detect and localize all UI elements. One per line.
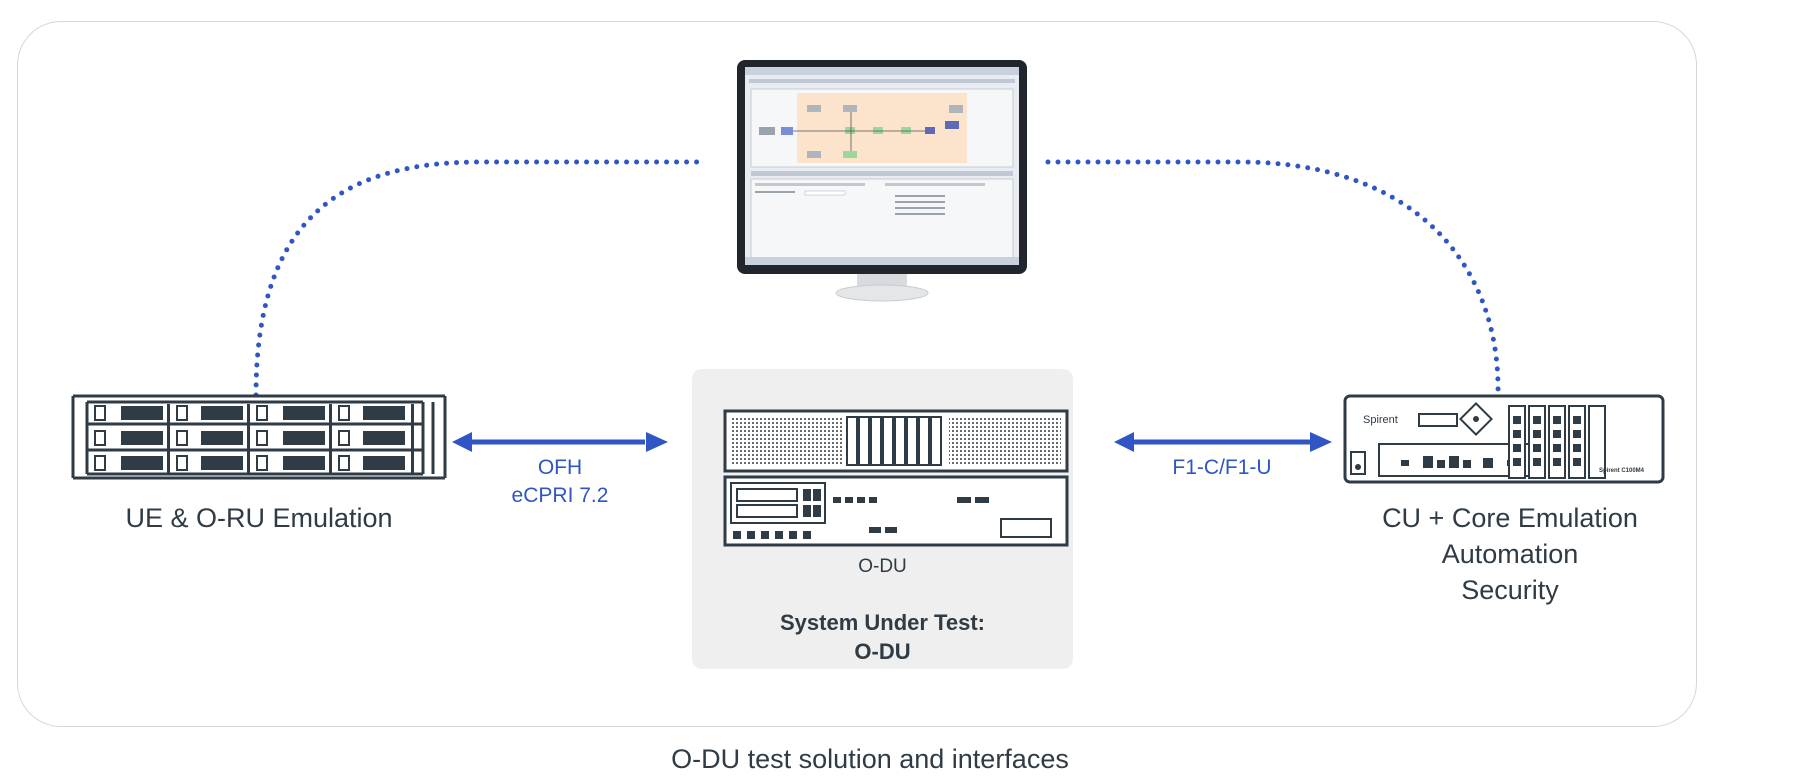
sut-title-line1: System Under Test: <box>780 610 985 635</box>
ofh-label-line2: eCPRI 7.2 <box>511 484 609 507</box>
spirent-model-text: Spirent C100M4 <box>1599 468 1645 474</box>
cu-core-label-line1: CU + Core Emulation <box>1382 503 1638 533</box>
f1-label-line1: F1-C/F1-U <box>1172 456 1272 479</box>
odu-device-name: O-DU <box>858 556 907 577</box>
spirent-brand-text: Spirent <box>1363 414 1398 426</box>
f1-arrow <box>1114 432 1332 452</box>
figure-caption: O-DU test solution and interfaces <box>500 744 1240 775</box>
ue-oru-label-text: UE & O-RU Emulation <box>125 503 393 533</box>
f1-interface-label: F1-C/F1-U <box>1132 454 1312 482</box>
test-manager-monitor <box>737 58 1027 305</box>
odu-chassis-graphic <box>723 409 1069 547</box>
odu-device-label: O-DU <box>692 556 1073 578</box>
cu-core-label: CU + Core Emulation Automation Security <box>1330 500 1690 608</box>
spirent-c100m4: Spirent Spirent C100M4 <box>1343 394 1665 491</box>
figure-caption-text: O-DU test solution and interfaces <box>671 744 1069 774</box>
monitor-screen <box>737 60 1027 274</box>
management-link-left <box>253 159 705 398</box>
ue-oru-label: UE & O-RU Emulation <box>71 500 447 536</box>
ue-oru-chassis-graphic <box>71 394 447 480</box>
ofh-interface-label: OFH eCPRI 7.2 <box>470 454 650 510</box>
system-under-test-title: System Under Test: O-DU <box>692 608 1073 666</box>
ue-oru-emulator <box>71 394 447 491</box>
management-link-right <box>1045 159 1501 396</box>
cu-core-label-line2: Automation <box>1441 539 1579 569</box>
monitor-stand <box>835 274 929 302</box>
ofh-label-line1: OFH <box>537 456 583 479</box>
diagram-frame <box>17 21 1697 727</box>
spirent-chassis-graphic <box>1343 394 1665 484</box>
cu-core-label-line3: Security <box>1461 575 1559 605</box>
odu-device <box>723 409 1069 554</box>
sut-title-line2: O-DU <box>854 639 911 664</box>
test-case-window-graphic <box>745 67 1019 265</box>
ofh-arrow <box>452 432 668 452</box>
screen-content <box>745 67 1019 265</box>
